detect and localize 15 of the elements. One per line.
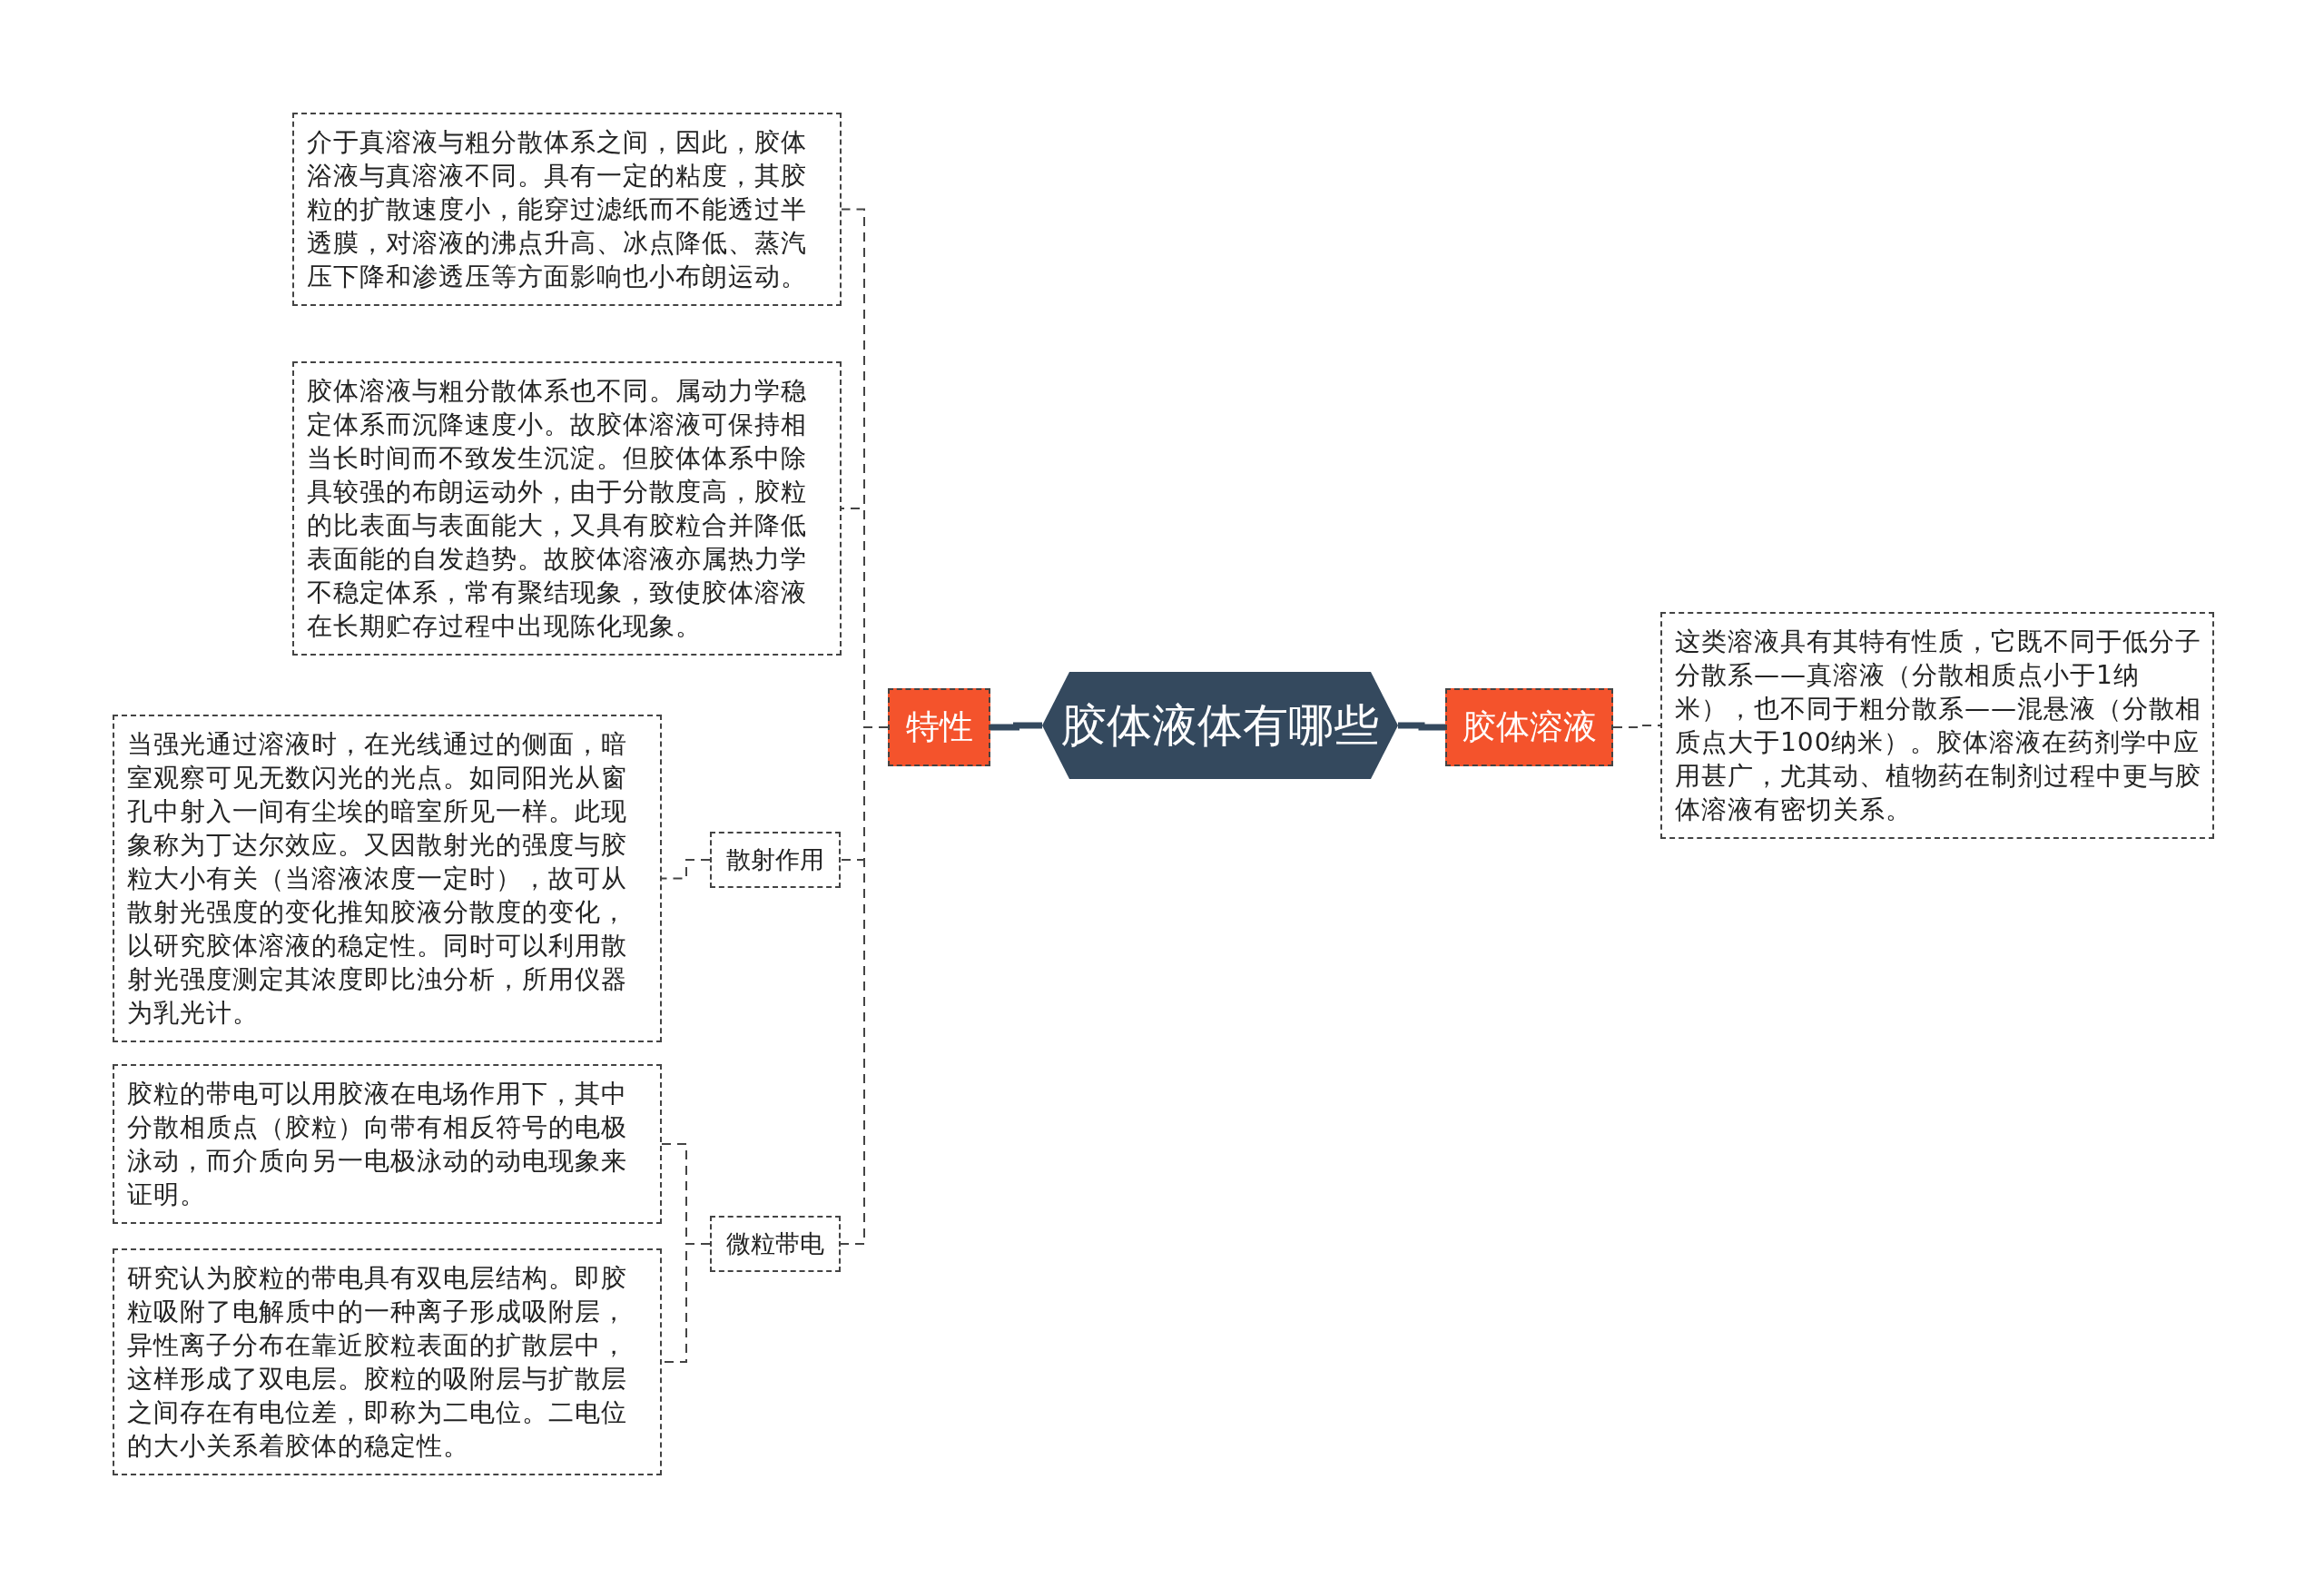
note-box: 这类溶液具有其特有性质，它既不同于低分子分散系——真溶液（分散相质点小于1纳米），也不同于粗分散系——混悬液（分散相质点大于100纳米）。胶体溶液在药剂学中应用甚广，尤其动、植物药在制剂过程中更与胶体溶液有密切关系。 [1660, 612, 2214, 839]
connector-line [1612, 725, 1661, 728]
subtopic-box: 微粒带电 [710, 1216, 841, 1272]
note-box: 介于真溶液与粗分散体系之间，因此，胶体浴液与真溶液不同。具有一定的粘度，其胶粒的扩散速度小，能穿过滤纸而不能透过半透膜，对溶液的沸点升高、冰点降低、蒸汽压下降和渗透压等方面影响也小布朗运动。 [292, 113, 842, 306]
note-box: 研究认为胶粒的带电具有双电层结构。即胶粒吸附了电解质中的一种离子形成吸附层，异性离子分布在靠近胶粒表面的扩散层中，这样形成了双电层。胶粒的吸附层与扩散层之间存在有电位差，即称为二电位。二电位的大小关系着胶体的稳定性。 [113, 1248, 662, 1475]
branch-box: 特性 [888, 688, 990, 766]
subtopic-box: 散射作用 [710, 832, 841, 888]
note-box: 胶粒的带电可以用胶液在电场作用下，其中分散相质点（胶粒）向带有相反符号的电极泳动，而介质向另一电极泳动的动电现象来证明。 [113, 1064, 662, 1224]
note-box: 胶体溶液与粗分散体系也不同。属动力学稳定体系而沉降速度小。故胶体溶液可保持相当长时间而不致发生沉淀。但胶体体系中除具较强的布朗运动外，由于分散度高，胶粒的比表面与表面能大，又具有胶粒合并降低表面能的自发趋势。故胶体溶液亦属热力学不稳定体系，常有聚结现象，致使胶体溶液在长期贮存过程中出现陈化现象。 [292, 361, 842, 656]
note-box: 当强光通过溶液时，在光线通过的侧面，暗室观察可见无数闪光的光点。如同阳光从窗孔中射入一间有尘埃的暗室所见一样。此现象称为丁达尔效应。又因散射光的强度与胶粒大小有关（当溶液浓度一定时），故可从散射光强度的变化推知胶液分散度的变化，以研究胶体溶液的稳定性。同时可以利用散射光强度测定其浓度即比浊分析，所用仪器为乳光计。 [113, 715, 662, 1042]
connector-line [661, 859, 711, 880]
connector-line [1398, 722, 1445, 731]
connector-line [990, 722, 1042, 731]
topic-hexagon: 胶体液体有哪些 [1042, 672, 1398, 779]
branch-box: 胶体溶液 [1445, 688, 1613, 766]
